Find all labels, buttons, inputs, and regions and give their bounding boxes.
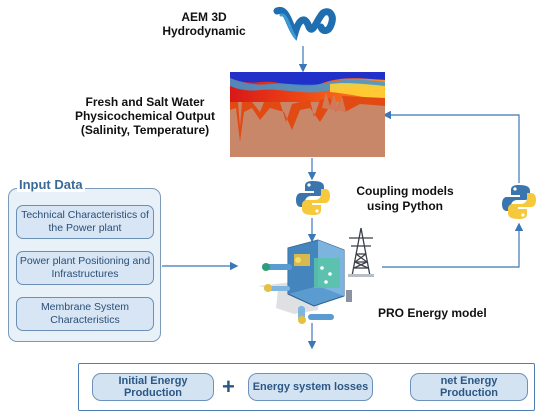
physicochemical-output-plot	[230, 72, 385, 157]
energy-losses-box: Energy system losses	[248, 373, 373, 401]
net-energy-box: net Energy Production	[410, 373, 528, 401]
arrow-feedback-python-to-output	[382, 110, 520, 183]
input-item-membrane: Membrane System Characteristics	[16, 297, 154, 331]
input-item-positioning: Power plant Positioning and Infrastructu…	[16, 251, 154, 285]
physicochemical-output-title: Fresh and Salt Water Physicochemical Out…	[74, 95, 216, 137]
aem-title: AEM 3D Hydrodynamic	[162, 10, 246, 38]
pro-energy-label: PRO Energy model	[378, 306, 487, 320]
power-pylon-icon	[348, 227, 374, 277]
coupling-label: Coupling models using Python	[356, 184, 454, 213]
plus-sign: +	[222, 374, 235, 399]
pro-plant-illustration	[258, 239, 352, 324]
arrow-feedback-pro-to-python	[382, 222, 524, 268]
python-logo-icon	[296, 181, 330, 215]
python-logo-icon	[502, 185, 536, 219]
input-data-title: Input Data	[17, 177, 85, 192]
wave-logo-icon	[273, 7, 336, 41]
initial-energy-box: Initial Energy Production	[92, 373, 214, 401]
input-item-technical: Technical Characteristics of the Power p…	[16, 205, 154, 239]
